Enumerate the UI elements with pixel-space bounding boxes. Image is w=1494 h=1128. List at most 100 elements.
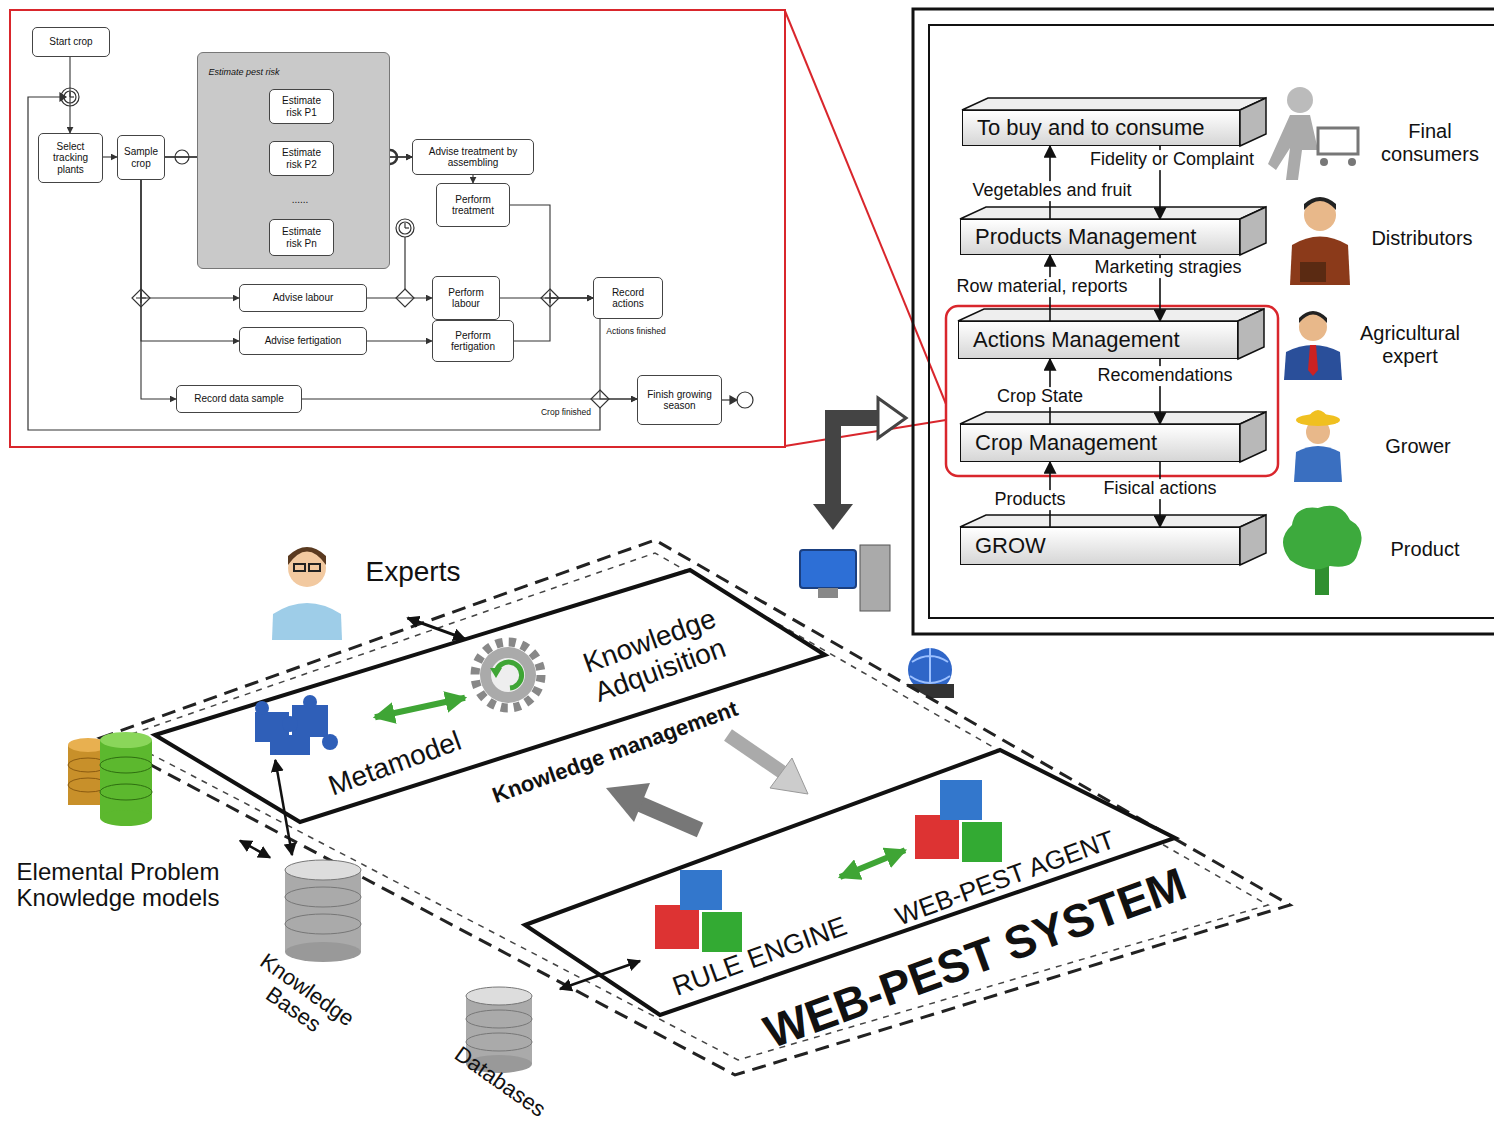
subprocess-group: Estimate pest riskEstimate risk P1 Estima…: [197, 52, 390, 269]
box-top-face: [960, 207, 1266, 219]
text-label: Grower: [1385, 435, 1451, 458]
gear-icon: [480, 647, 536, 703]
computer-icon: [800, 545, 890, 611]
node-label: Finish growing season: [641, 389, 718, 412]
puzzle-node: Metamodel: [245, 690, 375, 760]
experts-icon: [288, 547, 326, 565]
node-label: Perform labour: [436, 287, 496, 310]
box-side-face: [1240, 207, 1266, 255]
node-label: Advise treatment by assembling: [416, 146, 530, 169]
consumer-icon: [1287, 87, 1313, 113]
text-label: Actions finished: [606, 327, 666, 337]
connector: [560, 961, 640, 989]
connector: [840, 850, 905, 877]
edge-label: Marketing stragies: [1092, 258, 1243, 278]
node-label: Estimate risk Pn: [273, 226, 330, 249]
bpmn-events: [404, 237, 405, 289]
edge-label: Recomendations: [1095, 366, 1234, 386]
process-box: Perform treatment: [436, 183, 510, 227]
flow-arrows: [770, 758, 808, 794]
process-box: Record actions: [593, 277, 663, 319]
text-label: ......: [292, 194, 309, 206]
consumer-icon: [1318, 128, 1358, 154]
callout-frame: [785, 11, 946, 404]
computer-icon: [800, 550, 856, 588]
layer-panel-frame: [929, 25, 1494, 618]
node-label: Knowledge Bases: [237, 946, 363, 1054]
experts-icon: [272, 547, 342, 640]
layer-box: Products Management: [960, 219, 1240, 255]
node-label: Advise labour: [273, 292, 334, 304]
connector: [69, 57, 70, 133]
callout-frame: [10, 10, 946, 447]
knowledge-model-icon: [100, 810, 152, 826]
puzzle-icon: [282, 716, 298, 732]
knowledge-model-icon: [100, 784, 152, 800]
layer-panel-frame: [946, 306, 1278, 476]
distributor-icon: [1300, 262, 1326, 282]
node-label: Experts: [366, 557, 461, 588]
text-label: Agricultural expert: [1350, 322, 1470, 368]
database-icon: [285, 870, 361, 952]
distributor-icon: [1290, 197, 1350, 285]
knowledge-model-icon: [100, 757, 152, 773]
transfer-arrow: [813, 504, 853, 530]
edge-label: Products: [992, 490, 1067, 510]
node-label: Record data sample: [194, 393, 284, 405]
puzzle-icon: [255, 701, 269, 715]
node-label: Select tracking plants: [42, 141, 99, 176]
connector: [302, 398, 637, 399]
process-box: Estimate risk Pn: [269, 219, 334, 256]
process-box: Estimate risk P1: [269, 89, 334, 124]
database-icon: [285, 942, 361, 962]
cube-icon: [940, 780, 982, 820]
cube-icon: [702, 912, 742, 952]
bpmn-events: [60, 93, 66, 101]
node-label: Crop Management: [975, 430, 1157, 456]
edge-label: Vegetables and fruit: [970, 181, 1133, 201]
database-node: Databases: [440, 985, 560, 1125]
process-box: Start crop: [32, 27, 110, 57]
consumer-icon: [1268, 87, 1358, 180]
process-box: Perform labour: [432, 276, 500, 320]
edge-label: Crop State: [995, 387, 1085, 407]
edge-label: Fidelity or Complaint: [1088, 150, 1256, 170]
layer-box: Actions Management: [958, 321, 1238, 359]
distributor-icon: [1290, 237, 1350, 286]
transfer-arrow: [878, 398, 906, 438]
experts-icon: [309, 564, 320, 571]
gear-icon: [491, 658, 525, 692]
callout-frame: [10, 10, 785, 447]
connector: [472, 175, 473, 183]
grower-icon: [1306, 410, 1330, 420]
model-stack-node: Elemental Problem Knowledge models: [0, 725, 240, 925]
layer-box: To buy and to consume: [962, 110, 1240, 146]
box-top-face: [960, 515, 1266, 527]
process-box: Finish growing season: [637, 375, 722, 425]
knowledge-model-icon: [100, 740, 152, 818]
node-label: Estimate pest risk: [208, 68, 279, 78]
database-icon: [285, 914, 361, 934]
text-label: Distributors: [1371, 227, 1472, 250]
node-label: Metamodel: [325, 726, 466, 802]
layer-panel-frame: [913, 9, 1494, 634]
node-label: To buy and to consume: [977, 115, 1204, 141]
cube-icon: [680, 870, 722, 910]
process-box: Advise treatment by assembling: [412, 139, 534, 175]
node-label: Perform fertigation: [436, 330, 510, 353]
bpmn-events: [28, 88, 753, 430]
experts-icon: [294, 564, 305, 571]
node-label: Actions Management: [973, 327, 1180, 353]
connector: [240, 841, 270, 858]
process-box: Estimate risk P2: [269, 141, 334, 176]
bpmn-events: [399, 222, 411, 234]
transfer-arrow: [813, 398, 906, 530]
puzzle-icon: [322, 734, 338, 750]
bpmn-events: [730, 396, 737, 404]
expert-icon: [1284, 345, 1342, 380]
cube-icon: [962, 822, 1002, 862]
experts-icon: [272, 603, 342, 640]
cube-node: RULE ENGINE: [640, 865, 840, 1000]
database-node: Knowledge Bases: [270, 855, 380, 1045]
flow-arrows: [606, 783, 650, 822]
